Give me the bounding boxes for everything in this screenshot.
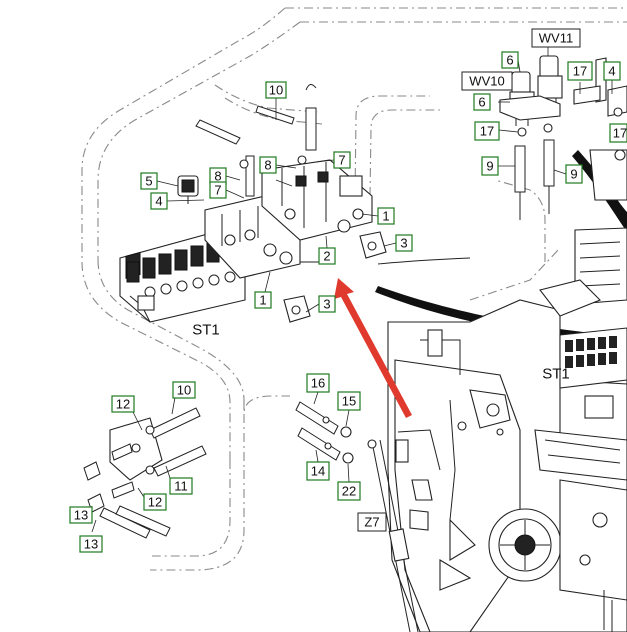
svg-text:5: 5 bbox=[145, 174, 152, 189]
svg-text:13: 13 bbox=[74, 508, 88, 523]
upper-hoses bbox=[195, 84, 317, 197]
svg-text:7: 7 bbox=[214, 183, 221, 198]
callout-4: 4 bbox=[150, 192, 168, 210]
control-block bbox=[261, 159, 373, 263]
callout-9: 9 bbox=[481, 156, 499, 176]
red-pointer-arrow bbox=[334, 278, 412, 418]
callout-10: 10 bbox=[265, 81, 287, 99]
label-wv10: WV10 bbox=[461, 71, 513, 91]
svg-text:10: 10 bbox=[269, 83, 283, 98]
callout-22: 22 bbox=[337, 481, 361, 501]
svg-text:3: 3 bbox=[400, 236, 407, 251]
svg-text:2: 2 bbox=[323, 249, 330, 264]
callout-10: 10 bbox=[172, 381, 196, 399]
svg-text:12: 12 bbox=[116, 397, 130, 412]
st1-inset-valve-block bbox=[559, 327, 627, 389]
label-z7: Z7 bbox=[357, 512, 387, 532]
callout-12: 12 bbox=[143, 493, 167, 511]
callout-5: 5 bbox=[140, 172, 158, 190]
svg-text:6: 6 bbox=[506, 53, 513, 68]
svg-text:22: 22 bbox=[342, 484, 356, 499]
callout-14: 14 bbox=[306, 461, 330, 481]
svg-text:17: 17 bbox=[613, 126, 627, 141]
svg-text:Z7: Z7 bbox=[364, 515, 379, 530]
svg-text:17: 17 bbox=[573, 64, 587, 79]
svg-text:16: 16 bbox=[311, 376, 325, 391]
callout-6: 6 bbox=[473, 93, 491, 111]
lower-middle-couplers bbox=[295, 401, 354, 464]
callout-11: 11 bbox=[169, 477, 193, 495]
svg-text:1: 1 bbox=[382, 209, 389, 224]
label-st1-inset: ST1 bbox=[542, 366, 570, 383]
upper-right-structures bbox=[539, 57, 627, 317]
svg-text:14: 14 bbox=[311, 464, 325, 479]
label-st1: ST1 bbox=[192, 322, 220, 339]
callout-8: 8 bbox=[209, 167, 227, 185]
callout-3: 3 bbox=[318, 295, 336, 313]
callout-4: 4 bbox=[603, 61, 621, 81]
callout-17: 17 bbox=[609, 123, 627, 143]
svg-text:13: 13 bbox=[84, 537, 98, 552]
callout-13: 13 bbox=[69, 506, 93, 524]
svg-text:15: 15 bbox=[342, 394, 356, 409]
callout-7: 7 bbox=[209, 181, 227, 199]
svg-text:7: 7 bbox=[338, 153, 345, 168]
svg-text:6: 6 bbox=[478, 95, 485, 110]
callout-3: 3 bbox=[395, 234, 413, 252]
svg-text:9: 9 bbox=[486, 159, 493, 174]
svg-text:4: 4 bbox=[155, 194, 162, 209]
callout-2: 2 bbox=[318, 247, 336, 265]
lower-left-hoses bbox=[83, 407, 207, 539]
svg-text:WV10: WV10 bbox=[469, 74, 504, 89]
label-wv11: WV11 bbox=[531, 28, 581, 48]
svg-text:WV11: WV11 bbox=[539, 31, 573, 46]
svg-text:8: 8 bbox=[214, 169, 221, 184]
callout-12: 12 bbox=[111, 395, 135, 413]
callout-1: 1 bbox=[254, 291, 272, 309]
callout-9: 9 bbox=[565, 164, 583, 184]
solenoid-coil bbox=[177, 175, 199, 204]
callout-1: 1 bbox=[377, 207, 395, 225]
designation-labels: WV11 WV10 Z7 bbox=[357, 28, 581, 532]
svg-text:17: 17 bbox=[480, 124, 494, 139]
callout-8: 8 bbox=[259, 156, 277, 174]
callout-7: 7 bbox=[333, 151, 351, 169]
callout-6: 6 bbox=[501, 51, 519, 69]
clips bbox=[283, 231, 387, 323]
callout-16: 16 bbox=[306, 373, 330, 393]
svg-text:8: 8 bbox=[264, 158, 271, 173]
svg-text:11: 11 bbox=[174, 479, 188, 494]
svg-text:3: 3 bbox=[323, 297, 330, 312]
callouts: 10 8 7 5 4 8 7 1 3 2 1 3 6 6 17 4 17 17 … bbox=[69, 51, 627, 553]
svg-text:4: 4 bbox=[608, 64, 615, 79]
callout-17: 17 bbox=[474, 121, 500, 141]
callout-13: 13 bbox=[79, 535, 103, 553]
svg-text:12: 12 bbox=[148, 495, 162, 510]
callout-17: 17 bbox=[567, 61, 593, 81]
svg-text:9: 9 bbox=[570, 167, 577, 182]
leader-lines bbox=[88, 45, 613, 533]
callout-15: 15 bbox=[337, 391, 361, 411]
svg-text:10: 10 bbox=[177, 383, 191, 398]
svg-text:1: 1 bbox=[259, 293, 266, 308]
